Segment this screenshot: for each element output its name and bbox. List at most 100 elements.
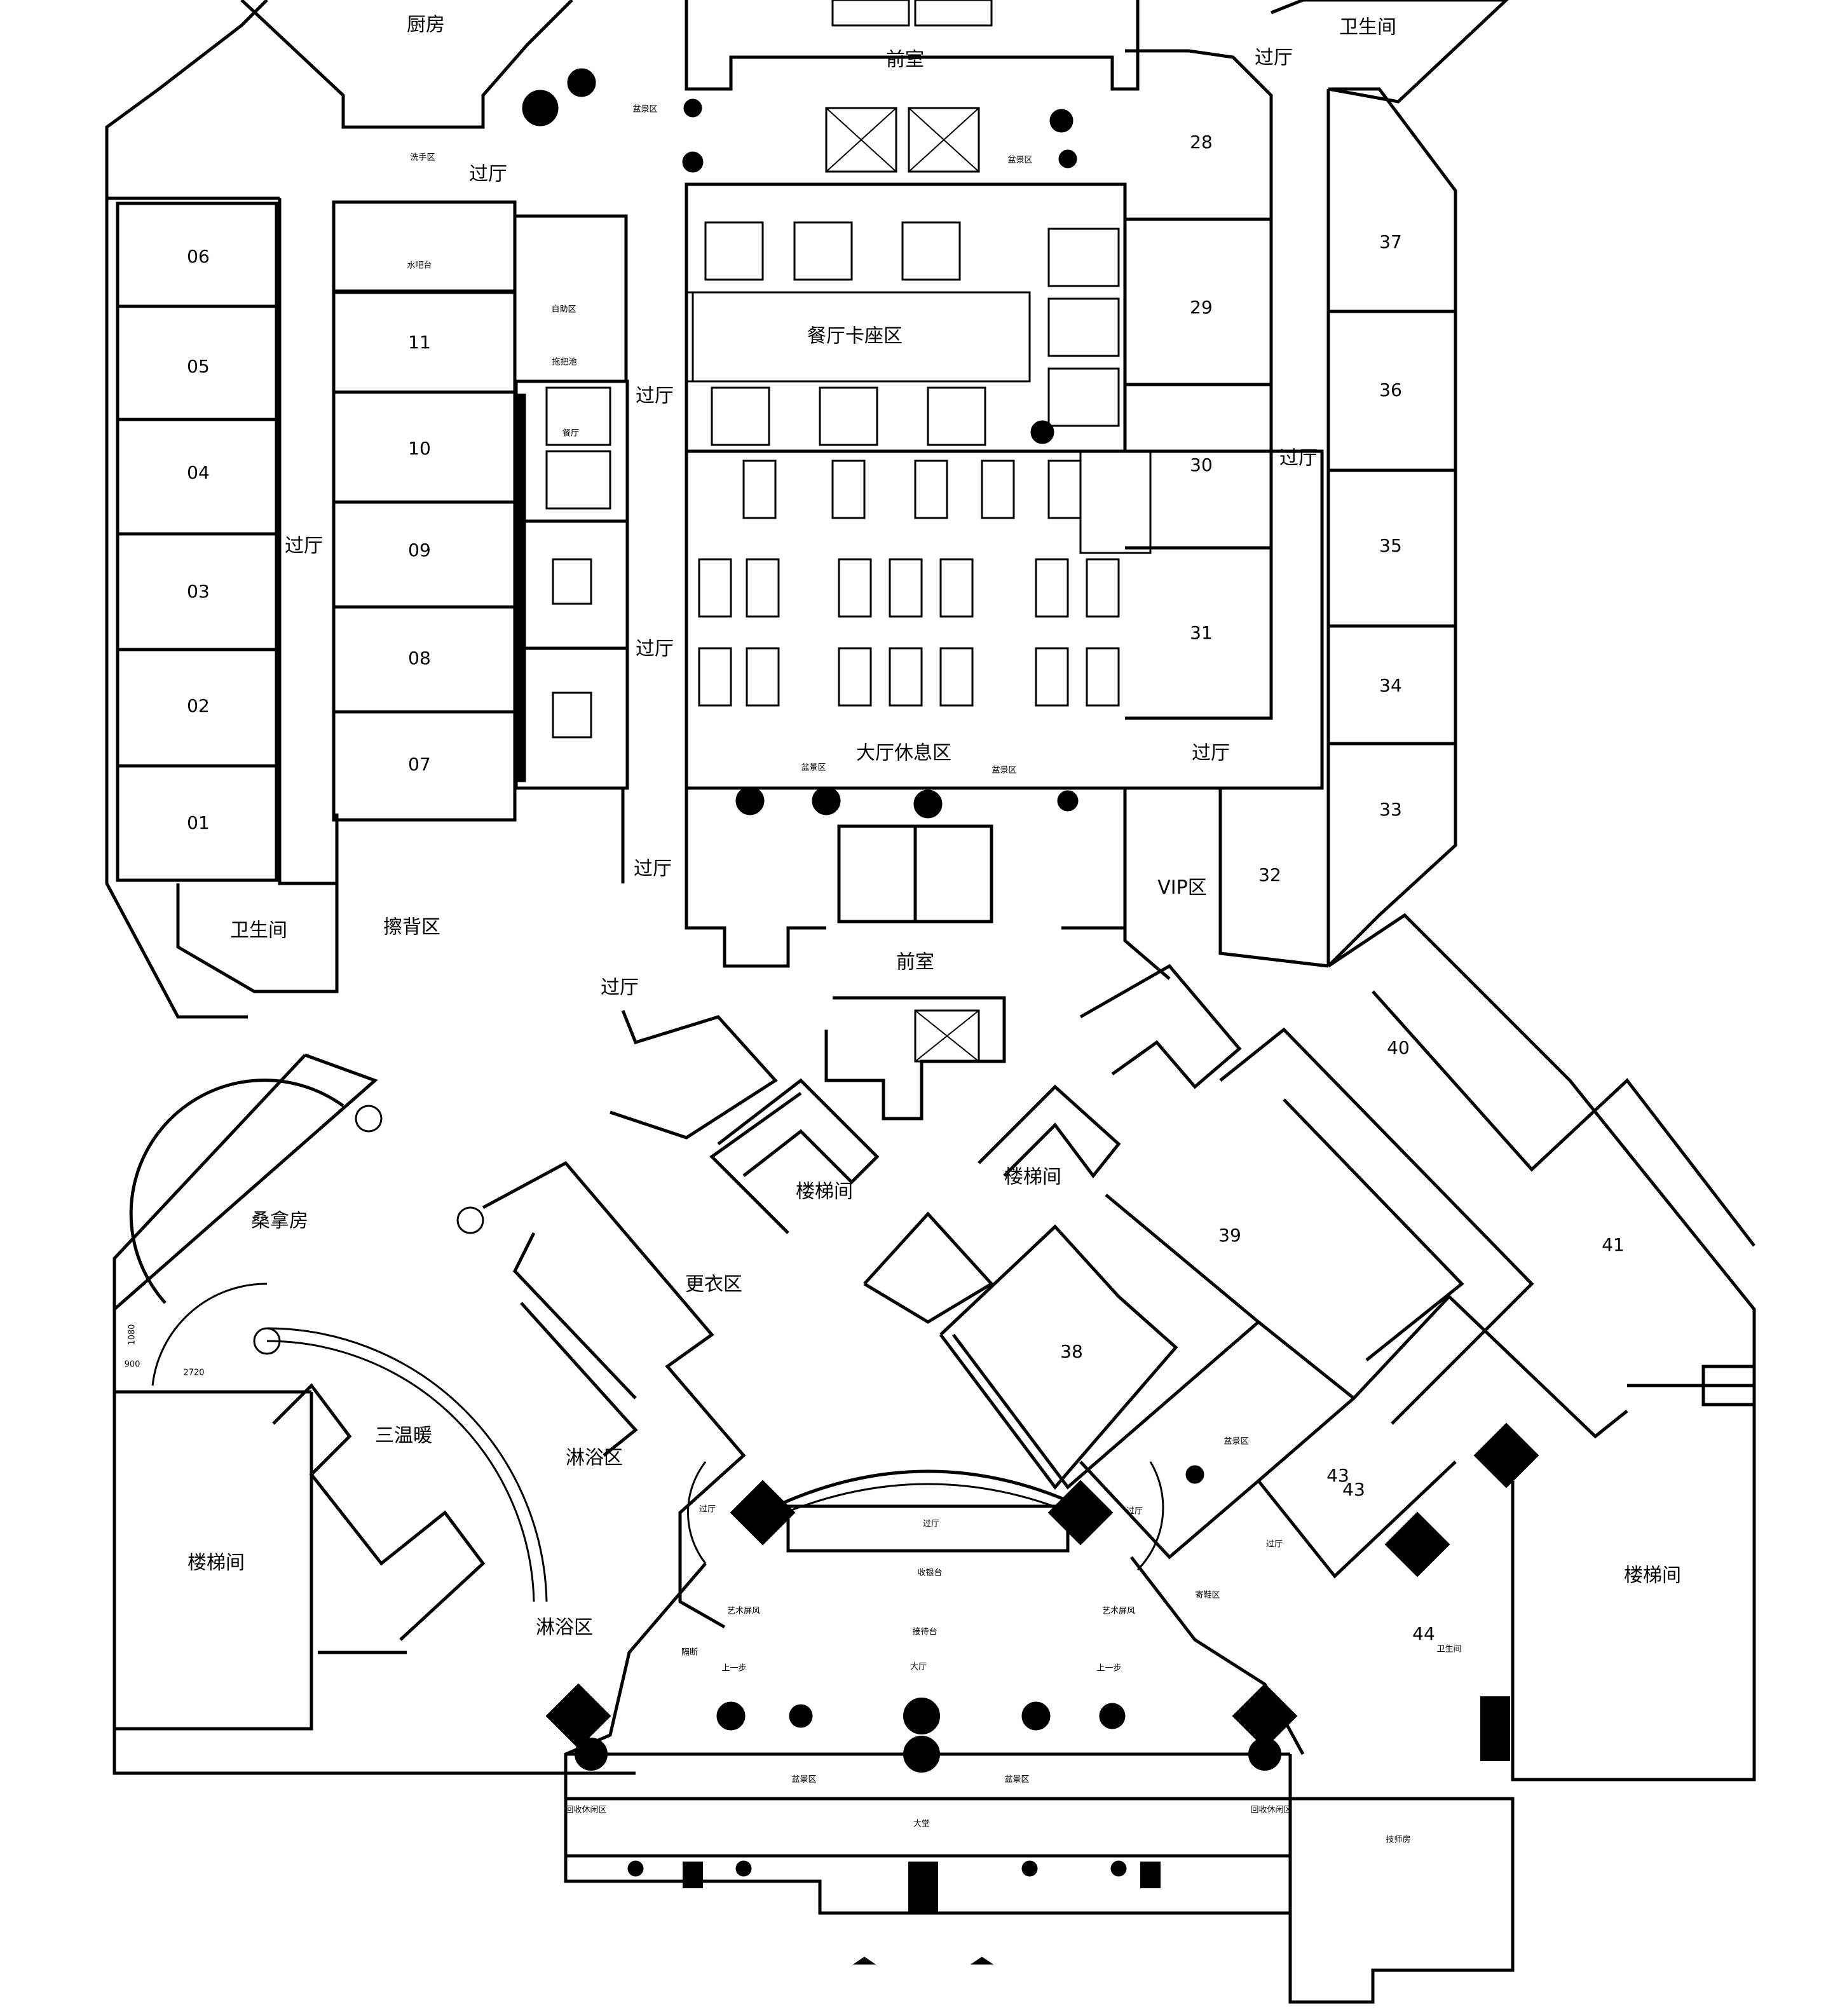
area-labels: 厨房 过厅 前室 过厅 卫生间 餐厅卡座区 过厅 过厅 过厅 过厅 大厅休息区 … [187,14,1681,1639]
room-label-39: 39 [1218,1225,1241,1246]
room-label-10: 10 [408,438,431,459]
partition-label: 隔断 [681,1648,698,1658]
dimension-labels: 2720 1080 900 [125,1324,205,1377]
room-label-35: 35 [1379,535,1402,556]
reception-label: 接待台 [912,1627,937,1637]
landscape-label-1: 盆景区 [632,105,657,114]
landscape-label-4: 盆景区 [992,766,1016,775]
room-label-40: 40 [1387,1037,1410,1058]
corridor-label-right: 过厅 [1279,447,1318,470]
room-label-02: 02 [187,695,210,716]
room-label-37: 37 [1379,231,1402,252]
shower-label-2: 淋浴区 [536,1617,593,1639]
art-screen-label-2: 艺术屏风 [1102,1607,1135,1616]
shoe-area-label: 寄鞋区 [1195,1590,1220,1600]
room-label-28: 28 [1190,132,1213,153]
room-numbers: 06 05 04 03 02 01 11 10 09 08 07 28 29 3… [187,132,1625,1644]
hall-label: 大厅 [910,1663,927,1672]
dimension-1080: 1080 [128,1324,137,1345]
ticket-lounge-label-2: 回收休闲区 [1250,1806,1291,1815]
room-label-32: 32 [1258,864,1281,885]
ticket-lounge-label-1: 回收休闲区 [565,1806,606,1815]
lobby-label: 大堂 [913,1820,930,1829]
room-label-33: 33 [1379,799,1402,820]
columns [545,1422,1539,1914]
plants [517,68,1204,1877]
room-label-36: 36 [1379,379,1402,400]
room-label-06: 06 [187,246,210,267]
corridor-small-label-2: 过厅 [1126,1507,1143,1516]
landscape-label-2: 盆景区 [1007,156,1032,165]
vip-label: VIP区 [1157,877,1206,899]
stair-label-center-left: 楼梯间 [796,1181,853,1203]
step-up-label-1: 上一步 [721,1664,746,1673]
kitchen-label: 厨房 [407,14,445,36]
corridor-label-mid-left-1: 过厅 [636,385,674,407]
back-rub-label: 擦背区 [383,916,440,939]
corridor-label-center-lower: 过厅 [634,858,672,880]
room-label-43-secondary: 43 [1342,1479,1365,1500]
room-label-08: 08 [408,648,431,669]
water-bar-label: 水吧台 [407,261,432,271]
corridor-small-label-3: 过厅 [1266,1540,1283,1549]
corridor-label-top-left: 过厅 [469,163,507,186]
room-label-43: 43 [1326,1465,1349,1486]
shower-label-1: 淋浴区 [566,1447,623,1469]
dimension-2720: 2720 [183,1368,204,1378]
step-up-label-2: 上一步 [1096,1664,1121,1673]
corridor-label-right-lower: 过厅 [1192,742,1230,765]
room-label-30: 30 [1190,454,1213,475]
corridor-small-label-4: 过厅 [923,1520,939,1529]
lounge-chairs [698,450,1152,707]
room-label-34: 34 [1379,675,1402,696]
sauna-label: 桑拿房 [251,1210,308,1232]
room-label-07: 07 [408,754,431,775]
room-label-38: 38 [1060,1341,1083,1362]
corridor-label-top-right: 过厅 [1255,47,1293,69]
room-label-09: 09 [408,540,431,561]
mop-pool-label: 拖把池 [552,358,576,367]
landscape-label-7: 盆景区 [1004,1775,1029,1785]
toilet-label-left: 卫生间 [230,920,287,942]
room-label-01: 01 [187,812,210,833]
dining-label: 餐厅 [562,428,579,439]
lobby-lounge-label: 大厅休息区 [856,742,951,765]
landscape-label-6: 盆景区 [791,1775,816,1785]
mahjong-tables [552,558,592,739]
room-label-05: 05 [187,356,210,377]
dimension-900: 900 [125,1360,140,1370]
front-room-label-lower: 前室 [896,951,934,974]
buffet-label: 自助区 [551,305,576,315]
restaurant-booth-label: 餐厅卡座区 [807,325,903,348]
hand-wash-label: 洗手区 [410,153,435,163]
round-features [253,1105,484,1355]
front-room-label-top: 前室 [886,49,924,71]
art-screen-label-1: 艺术屏风 [727,1607,760,1616]
corridor-label-mid-left-2: 过厅 [636,638,674,660]
corridor-small-label-1: 过厅 [699,1505,716,1515]
toilet-small-label: 卫生间 [1436,1645,1461,1654]
entrance-arrows [852,1956,994,1965]
room-label-04: 04 [187,462,210,483]
corridor-label-lower-left: 过厅 [601,977,639,999]
cashier-label: 收银台 [917,1569,942,1578]
tech-room-label: 技师房 [1386,1835,1410,1845]
small-labels: 盆景区 盆景区 洗手区 水吧台 自助区 拖把池 餐厅 盆景区 盆景区 盆景区 过… [407,105,1461,1845]
corridor-label-left: 过厅 [285,535,323,557]
stair-label-center-right: 楼梯间 [1004,1166,1061,1188]
room-label-03: 03 [187,581,210,602]
landscape-label-3: 盆景区 [801,763,826,773]
steam-label: 三温暖 [375,1425,432,1447]
room-label-41: 41 [1602,1234,1625,1255]
changing-label: 更衣区 [685,1274,742,1296]
room-label-44: 44 [1412,1623,1435,1644]
room-label-11: 11 [408,332,431,353]
toilet-label-top-right: 卫生间 [1339,17,1396,39]
elevator-shafts [825,0,993,1063]
walls [105,0,1756,2004]
room-label-29: 29 [1190,297,1213,318]
stair-label-right: 楼梯间 [1624,1565,1681,1587]
room-label-31: 31 [1190,622,1213,643]
dining-booths [545,221,1120,510]
